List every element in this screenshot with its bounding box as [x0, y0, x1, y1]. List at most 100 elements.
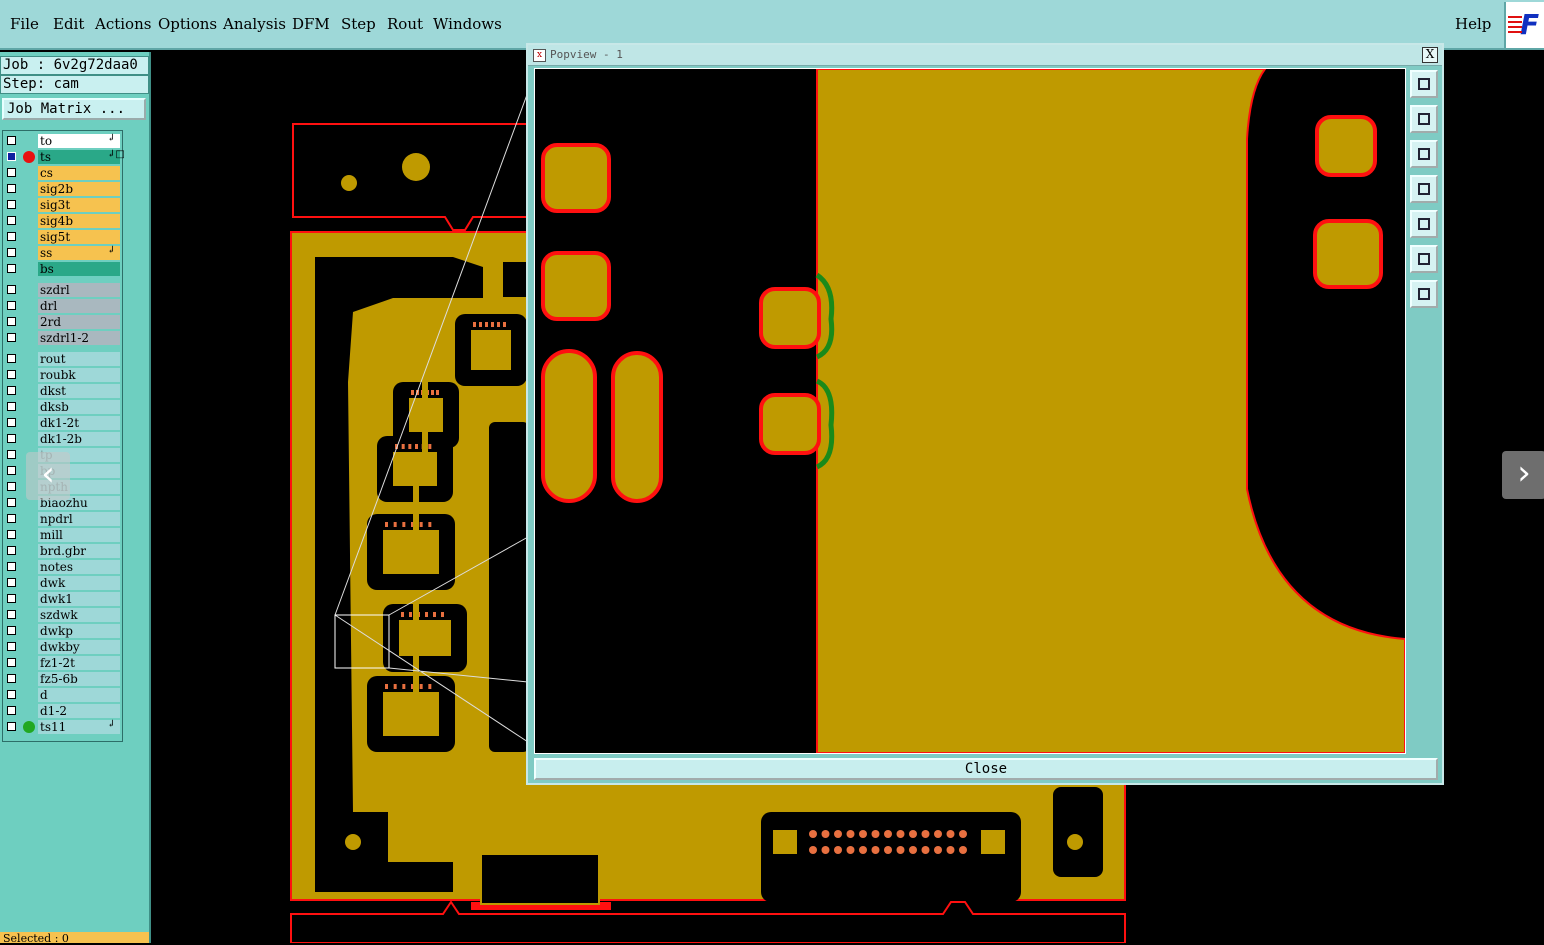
- close-icon[interactable]: X: [1422, 47, 1438, 63]
- layer-checkbox[interactable]: [7, 386, 16, 395]
- layer-row-fz1-2t[interactable]: fz1-2t: [3, 655, 122, 671]
- layer-row-dk1-2b[interactable]: dk1-2b: [3, 431, 122, 447]
- layer-row-mill[interactable]: mill: [3, 527, 122, 543]
- menu-dfm[interactable]: DFM: [292, 15, 330, 33]
- pan-left-icon[interactable]: [1410, 175, 1438, 203]
- layer-row-szdwk[interactable]: szdwk: [3, 607, 122, 623]
- menu-options[interactable]: Options: [158, 15, 218, 33]
- layer-checkbox[interactable]: [7, 514, 16, 523]
- layer-row-d[interactable]: d: [3, 687, 122, 703]
- menu-actions[interactable]: Actions: [95, 15, 152, 33]
- layer-checkbox[interactable]: [7, 301, 16, 310]
- zoom-home-icon[interactable]: [1410, 280, 1438, 308]
- layer-row-drl[interactable]: drl: [3, 298, 122, 314]
- layer-checkbox[interactable]: [7, 594, 16, 603]
- layer-checkbox[interactable]: [7, 216, 16, 225]
- layer-row-szdrl[interactable]: szdrl: [3, 282, 122, 298]
- layer-row-2rd[interactable]: 2rd: [3, 314, 122, 330]
- layer-checkbox[interactable]: [7, 434, 16, 443]
- ic-pin: [415, 444, 418, 449]
- layer-checkbox[interactable]: [7, 690, 16, 699]
- next-arrow-icon[interactable]: ›: [1502, 451, 1544, 499]
- layer-row-cs[interactable]: cs: [3, 165, 122, 181]
- layer-checkbox[interactable]: [7, 232, 16, 241]
- layer-row-sig3t[interactable]: sig3t: [3, 197, 122, 213]
- layer-checkbox[interactable]: [7, 354, 16, 363]
- layer-checkbox[interactable]: [7, 285, 16, 294]
- popview-titlebar[interactable]: x Popview - 1 X: [528, 45, 1442, 66]
- layer-checkbox[interactable]: [7, 498, 16, 507]
- menu-step[interactable]: Step: [341, 15, 376, 33]
- ic-pin: [497, 322, 500, 327]
- menu-analysis[interactable]: Analysis: [223, 15, 286, 33]
- layer-row-sig2b[interactable]: sig2b: [3, 181, 122, 197]
- layer-checkbox[interactable]: [7, 370, 16, 379]
- copper-clearance: [315, 257, 483, 892]
- popview-canvas[interactable]: [534, 68, 1406, 754]
- layer-row-ts11[interactable]: ts11↲: [3, 719, 122, 735]
- pan-up-icon[interactable]: [1410, 105, 1438, 133]
- popview-close-button[interactable]: Close: [534, 758, 1438, 780]
- layer-row-rout[interactable]: rout: [3, 351, 122, 367]
- layer-checkbox[interactable]: [7, 317, 16, 326]
- zoom-fit-icon[interactable]: [1410, 245, 1438, 273]
- layer-row-to[interactable]: to↲: [3, 133, 122, 149]
- layer-checkbox[interactable]: [7, 578, 16, 587]
- layer-checkbox[interactable]: [7, 200, 16, 209]
- layer-row-sig5t[interactable]: sig5t: [3, 229, 122, 245]
- pan-down-icon[interactable]: [1410, 140, 1438, 168]
- layer-checkbox[interactable]: [7, 136, 16, 145]
- layer-row-dwkp[interactable]: dwkp: [3, 623, 122, 639]
- menu-rout[interactable]: Rout: [387, 15, 424, 33]
- menu-edit[interactable]: Edit: [53, 15, 85, 33]
- layer-checkbox[interactable]: [7, 466, 16, 475]
- menu-file[interactable]: File: [10, 15, 39, 33]
- layer-row-dk1-2t[interactable]: dk1-2t: [3, 415, 122, 431]
- layer-checkbox[interactable]: [7, 546, 16, 555]
- layer-row-brd.gbr[interactable]: brd.gbr: [3, 543, 122, 559]
- zoom-in-icon[interactable]: [1410, 70, 1438, 98]
- layer-row-dwkby[interactable]: dwkby: [3, 639, 122, 655]
- layer-row-npdrl[interactable]: npdrl: [3, 511, 122, 527]
- layer-checkbox[interactable]: [7, 722, 16, 731]
- layer-checkbox[interactable]: [7, 333, 16, 342]
- layer-checkbox[interactable]: [7, 152, 16, 161]
- layer-checkbox[interactable]: [7, 530, 16, 539]
- board-bottom-outline: [290, 900, 1126, 943]
- layer-checkbox[interactable]: [7, 482, 16, 491]
- layer-row-fz5-6b[interactable]: fz5-6b: [3, 671, 122, 687]
- layer-row-ss[interactable]: ss↲: [3, 245, 122, 261]
- layer-checkbox[interactable]: [7, 562, 16, 571]
- layer-checkbox[interactable]: [7, 706, 16, 715]
- layer-row-sig4b[interactable]: sig4b: [3, 213, 122, 229]
- layer-checkbox[interactable]: [7, 184, 16, 193]
- layer-row-roubk[interactable]: roubk: [3, 367, 122, 383]
- layer-checkbox[interactable]: [7, 248, 16, 257]
- menu-windows[interactable]: Windows: [433, 15, 502, 33]
- window-icon: x: [533, 49, 546, 62]
- job-matrix-button[interactable]: Job Matrix ...: [2, 98, 146, 120]
- layer-row-szdrl1-2[interactable]: szdrl1-2: [3, 330, 122, 346]
- layer-checkbox[interactable]: [7, 418, 16, 427]
- layer-row-dwk[interactable]: dwk: [3, 575, 122, 591]
- layer-checkbox[interactable]: [7, 264, 16, 273]
- layer-name: roubk: [38, 368, 120, 382]
- pan-right-icon[interactable]: [1410, 210, 1438, 238]
- prev-arrow-icon[interactable]: ‹: [26, 452, 70, 500]
- layer-checkbox[interactable]: [7, 674, 16, 683]
- layer-checkbox[interactable]: [7, 168, 16, 177]
- layer-row-d1-2[interactable]: d1-2: [3, 703, 122, 719]
- layer-checkbox[interactable]: [7, 402, 16, 411]
- layer-row-dwk1[interactable]: dwk1: [3, 591, 122, 607]
- layer-checkbox[interactable]: [7, 642, 16, 651]
- layer-checkbox[interactable]: [7, 626, 16, 635]
- layer-row-bs[interactable]: bs: [3, 261, 122, 277]
- layer-checkbox[interactable]: [7, 658, 16, 667]
- layer-row-dkst[interactable]: dkst: [3, 383, 122, 399]
- layer-row-notes[interactable]: notes: [3, 559, 122, 575]
- layer-checkbox[interactable]: [7, 450, 16, 459]
- layer-row-ts[interactable]: ts↲□: [3, 149, 125, 165]
- layer-checkbox[interactable]: [7, 610, 16, 619]
- menu-help[interactable]: Help: [1455, 15, 1492, 33]
- layer-row-dksb[interactable]: dksb: [3, 399, 122, 415]
